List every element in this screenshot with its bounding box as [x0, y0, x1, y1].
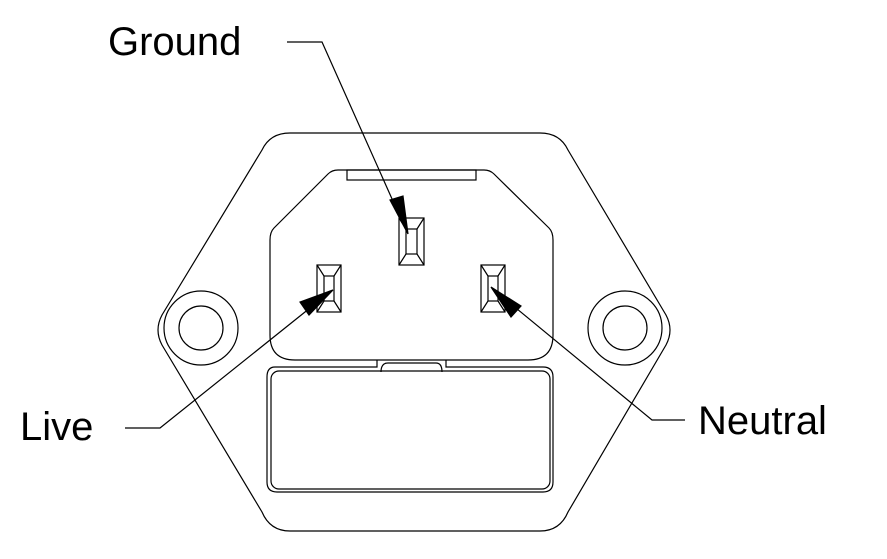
neutral-pin	[480, 264, 506, 313]
neutral-label: Neutral	[698, 399, 827, 443]
live-label: Live	[20, 405, 94, 449]
live-pin	[316, 264, 342, 313]
outer-flange	[157, 132, 671, 532]
mount-hole-right	[587, 290, 663, 366]
fuse-drawer	[266, 360, 554, 493]
ground-leader	[287, 41, 409, 235]
neutral-leader	[490, 286, 685, 421]
socket-top-tab	[346, 169, 477, 181]
ground-label: Ground	[108, 20, 242, 64]
live-leader	[125, 289, 334, 429]
mount-hole-left	[163, 290, 239, 366]
socket-outline	[269, 169, 554, 361]
